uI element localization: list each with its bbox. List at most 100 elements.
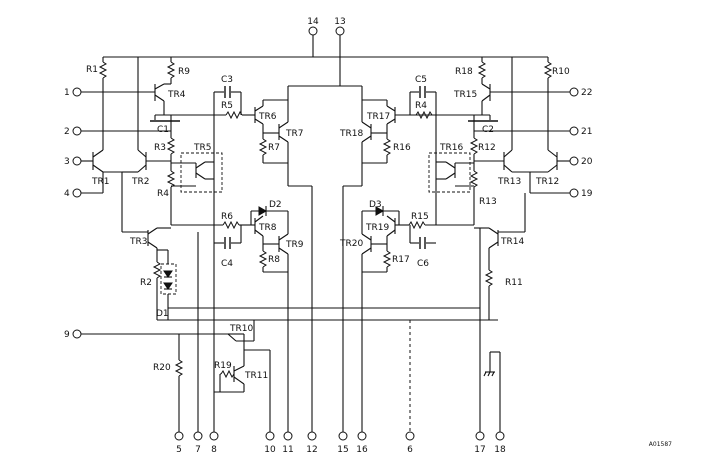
transistor-tr13: TR13 <box>474 149 521 187</box>
label-r8: R8 <box>268 255 280 265</box>
terminal-13[interactable]: 13 <box>334 17 346 36</box>
terminal-21[interactable]: 21 <box>569 126 592 137</box>
terminal-15[interactable]: 15 <box>337 431 349 455</box>
label-tr5: TR5 <box>193 143 211 153</box>
terminal-9[interactable]: 9 <box>64 329 82 340</box>
terminal-7[interactable]: 7 <box>193 431 203 455</box>
terminal-14[interactable]: 14 <box>307 17 319 36</box>
label-c2: C2 <box>482 125 494 135</box>
transistor-tr4: TR4 <box>154 83 186 115</box>
resistor-r6: R6 <box>221 212 255 230</box>
pin-label-18: 18 <box>494 445 506 455</box>
pin-label-11: 11 <box>282 445 293 455</box>
label-tr14: TR14 <box>500 237 524 247</box>
resistor-r9: R9 <box>166 57 190 84</box>
label-tr17: TR17 <box>366 112 390 122</box>
label-c1: C1 <box>157 125 169 135</box>
transistor-tr2: TR2 <box>122 149 171 187</box>
pin-label-12: 12 <box>306 445 317 455</box>
transistor-tr8: TR8 <box>254 215 277 244</box>
label-d3: D3 <box>369 200 382 210</box>
terminal-6-circle[interactable] <box>405 431 415 441</box>
label-tr11: TR11 <box>244 371 268 381</box>
pin-label-9: 9 <box>64 330 70 340</box>
label-tr4: TR4 <box>167 90 186 100</box>
label-c5: C5 <box>415 75 427 85</box>
terminal-17-circle[interactable] <box>475 431 485 441</box>
pin-label-14: 14 <box>307 17 319 27</box>
resistor-r7: R7 <box>258 133 288 164</box>
terminal-7-circle[interactable] <box>193 431 203 441</box>
pin-label-10: 10 <box>264 445 276 455</box>
label-tr18: TR18 <box>339 129 363 139</box>
transistor-tr19: TR19 <box>365 215 396 244</box>
terminal-4[interactable]: 4 <box>64 188 82 199</box>
terminal-8[interactable]: 8 <box>209 431 219 455</box>
terminal-22[interactable]: 22 <box>569 87 592 98</box>
terminal-16[interactable]: 16 <box>356 431 368 455</box>
capacitor-c5: C5 <box>409 75 437 115</box>
terminal-6[interactable]: 6 <box>405 431 415 455</box>
label-r12: R12 <box>478 143 496 153</box>
resistor-r18: R18 <box>455 57 487 84</box>
pin-label-16: 16 <box>356 445 368 455</box>
label-tr1: TR1 <box>91 177 109 187</box>
terminal-20[interactable]: 20 <box>569 156 593 167</box>
label-r9: R9 <box>178 67 190 77</box>
label-tr16: TR16 <box>439 143 463 153</box>
transistor-tr5: TR5 <box>171 143 223 193</box>
terminal-12[interactable]: 12 <box>306 431 318 455</box>
resistor-r16: R16 <box>362 133 411 164</box>
terminal-11[interactable]: 11 <box>282 431 294 455</box>
label-r16: R16 <box>393 143 411 153</box>
terminal-5-circle[interactable] <box>174 431 184 441</box>
label-r7: R7 <box>268 143 280 153</box>
pin-label-1: 1 <box>64 88 70 98</box>
figure-id: A01587 <box>649 441 672 448</box>
terminal-10-circle[interactable] <box>265 431 275 441</box>
terminal-8-circle[interactable] <box>209 431 219 441</box>
diode-d2: D2 <box>250 200 288 225</box>
terminal-16-circle[interactable] <box>357 431 367 441</box>
terminal-12-circle[interactable] <box>307 431 317 441</box>
terminal-18-circle[interactable] <box>495 431 505 441</box>
capacitor-c2: C2 <box>468 115 498 135</box>
label-r19: R19 <box>214 361 232 371</box>
resistor-r1: R1 <box>86 57 108 150</box>
pin-label-7: 7 <box>195 445 201 455</box>
resistor-r8: R8 <box>258 244 288 273</box>
transistor-tr15: TR15 <box>453 83 491 115</box>
pin-label-20: 20 <box>581 157 593 167</box>
pin-label-21: 21 <box>581 127 592 137</box>
label-c4: C4 <box>221 259 233 269</box>
resistor-r17: R17 <box>362 244 410 273</box>
transistor-tr17: TR17 <box>362 99 396 133</box>
transistor-tr14: TR14 <box>474 227 524 262</box>
label-r6: R6 <box>221 212 233 222</box>
transistor-tr9: TR9 <box>263 211 304 432</box>
pin-label-19: 19 <box>581 189 593 199</box>
terminal-19[interactable]: 19 <box>569 188 593 199</box>
label-tr12: TR12 <box>535 177 559 187</box>
pin-label-8: 8 <box>211 445 217 455</box>
capacitor-c1: C1 <box>150 115 180 135</box>
terminal-15-circle[interactable] <box>338 431 348 441</box>
terminal-3[interactable]: 3 <box>64 156 82 167</box>
terminal-1[interactable]: 1 <box>64 87 82 98</box>
terminal-18[interactable]: 18 <box>494 431 506 455</box>
terminal-10[interactable]: 10 <box>264 431 276 455</box>
terminal-5[interactable]: 5 <box>174 431 184 455</box>
label-r17: R17 <box>392 255 410 265</box>
resistor-r4-right: R4 <box>395 101 433 120</box>
terminal-2[interactable]: 2 <box>64 126 82 137</box>
terminal-17[interactable]: 17 <box>474 431 486 455</box>
terminal-11-circle[interactable] <box>283 431 293 441</box>
label-r15: R15 <box>411 212 429 222</box>
label-tr19: TR19 <box>365 223 389 233</box>
supply-rails <box>103 35 548 187</box>
label-r2: R2 <box>140 278 152 288</box>
pin-label-2: 2 <box>64 127 70 137</box>
capacitor-c3: C3 <box>213 75 242 115</box>
ground-icon <box>483 351 501 432</box>
